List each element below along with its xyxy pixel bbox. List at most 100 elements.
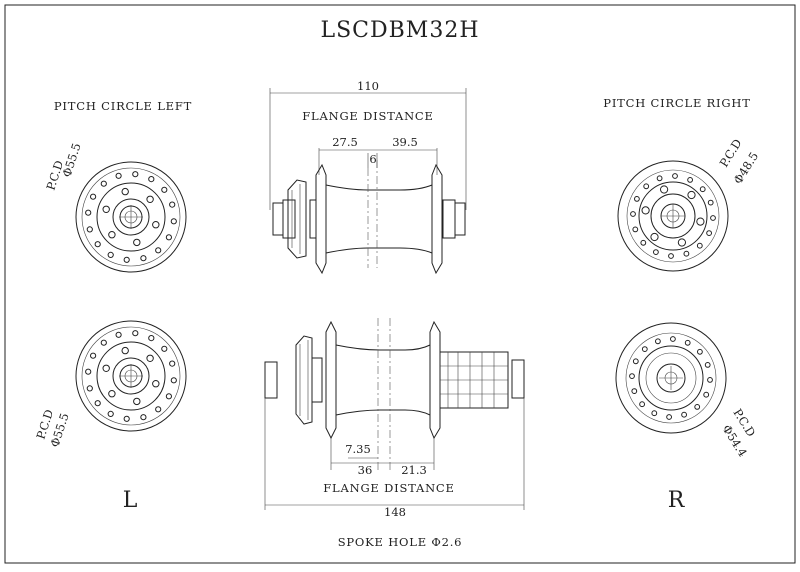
spoke-hole [121,346,129,355]
spoke-hole [650,232,659,242]
front-right-flange-view: P.C.D Φ48.5 [617,136,761,272]
spoke-hole [152,380,160,388]
front-flange-right-dimension: 39.5 [392,135,418,149]
spoke-hole [86,226,93,233]
spoke-hole [653,249,659,256]
spoke-hole [660,185,669,194]
spoke-hole [687,190,696,200]
spoke-hole [161,186,168,193]
spoke-hole [707,199,714,206]
left-side-label: L [123,488,138,513]
spoke-hole [85,209,92,216]
front-right-spoke-holes [630,173,716,259]
rear-flange-distance-label: FLANGE DISTANCE [323,481,454,495]
rear-flange-left-dimension: 36 [358,463,373,477]
spoke-hole [631,388,638,395]
spoke-hole [640,239,647,246]
front-flange-left-dimension: 27.5 [332,135,358,149]
spoke-hole [140,414,147,421]
spoke-hole [169,201,176,208]
front-hub-side-view: 110 FLANGE DISTANCE 27.5 39.5 6 [269,79,467,275]
spoke-hole [684,339,691,346]
spoke-hole [165,393,172,400]
drawing-title: LSCDBM32H [320,18,479,43]
spoke-hole [681,411,687,418]
rear-offset-dimension: 7.35 [345,442,371,456]
rear-left-flange-view: P.C.D Φ55.5 [34,320,187,449]
spoke-hole [706,230,712,237]
rear-flange-right-dimension: 21.3 [401,463,427,477]
spoke-hole [704,362,711,368]
spoke-hole [85,368,92,375]
spoke-hole [672,173,678,179]
spoke-hole [699,186,706,193]
spoke-hole [641,346,648,353]
spoke-hole [90,352,97,359]
spoke-hole [100,339,107,346]
spoke-hole [152,221,160,229]
spoke-hole [670,336,676,342]
spoke-hole [666,414,672,420]
front-width-dimension: 110 [357,79,379,93]
spoke-hole [132,330,139,337]
spoke-hole [115,172,122,179]
front-left-flange-view: P.C.D Φ55.5 [44,141,187,273]
spoke-hole [170,377,177,384]
front-flange-distance-label: FLANGE DISTANCE [302,109,433,123]
spoke-hole [668,253,674,259]
spoke-hole [629,373,635,380]
spoke-hole [632,358,639,365]
spoke-hole [148,335,155,342]
spoke-hole [656,175,663,182]
spoke-hole [655,338,661,345]
spoke-hole [121,187,129,196]
spoke-hole [630,211,636,217]
spoke-hole [634,196,640,202]
spoke-hole [694,404,701,410]
spoke-hole [710,215,716,221]
right-side-label: R [668,488,686,513]
spoke-hole [107,251,114,258]
spoke-hole [155,406,162,413]
pitch-circle-right-label: PITCH CIRCLE RIGHT [603,96,750,110]
front-left-spoke-holes [85,171,177,263]
spoke-hole [115,331,122,338]
spoke-hole [140,255,147,262]
spoke-hole [102,364,110,372]
spoke-hole [170,218,177,225]
spoke-hole [108,231,116,239]
spoke-hole [687,177,693,183]
spoke-hole [641,206,650,215]
spoke-hole [90,193,97,200]
front-left-pcd-value: Φ55.5 [60,141,84,179]
spoke-hole [707,377,713,383]
drawing-border [4,4,796,564]
spoke-hole [165,234,172,241]
spoke-hole [696,217,705,226]
spoke-hole [161,345,168,352]
spoke-hole [100,180,107,187]
spoke-hole-note: SPOKE HOLE Φ2.6 [338,535,463,549]
pitch-circle-left-label: PITCH CIRCLE LEFT [54,99,192,113]
spoke-hole [146,354,154,362]
spoke-hole [697,348,703,355]
spoke-hole [102,205,110,214]
spoke-hole [86,385,93,392]
spoke-hole [94,241,101,248]
rear-right-flange-view: P.C.D Φ54.4 [615,322,758,459]
spoke-hole [639,401,645,408]
spoke-hole [683,250,690,257]
spoke-hole [94,400,101,407]
rear-hub-side-view: 7.35 36 21.3 FLANGE DISTANCE 148 [264,318,525,519]
spoke-hole [632,226,639,233]
spoke-hole [108,390,116,398]
spoke-hole [146,195,154,204]
spoke-hole [123,256,130,263]
spoke-hole [651,410,658,417]
spoke-hole [703,391,710,398]
spoke-hole [132,171,139,178]
front-offset-dimension: 6 [369,152,376,166]
rear-width-dimension: 148 [384,505,406,519]
